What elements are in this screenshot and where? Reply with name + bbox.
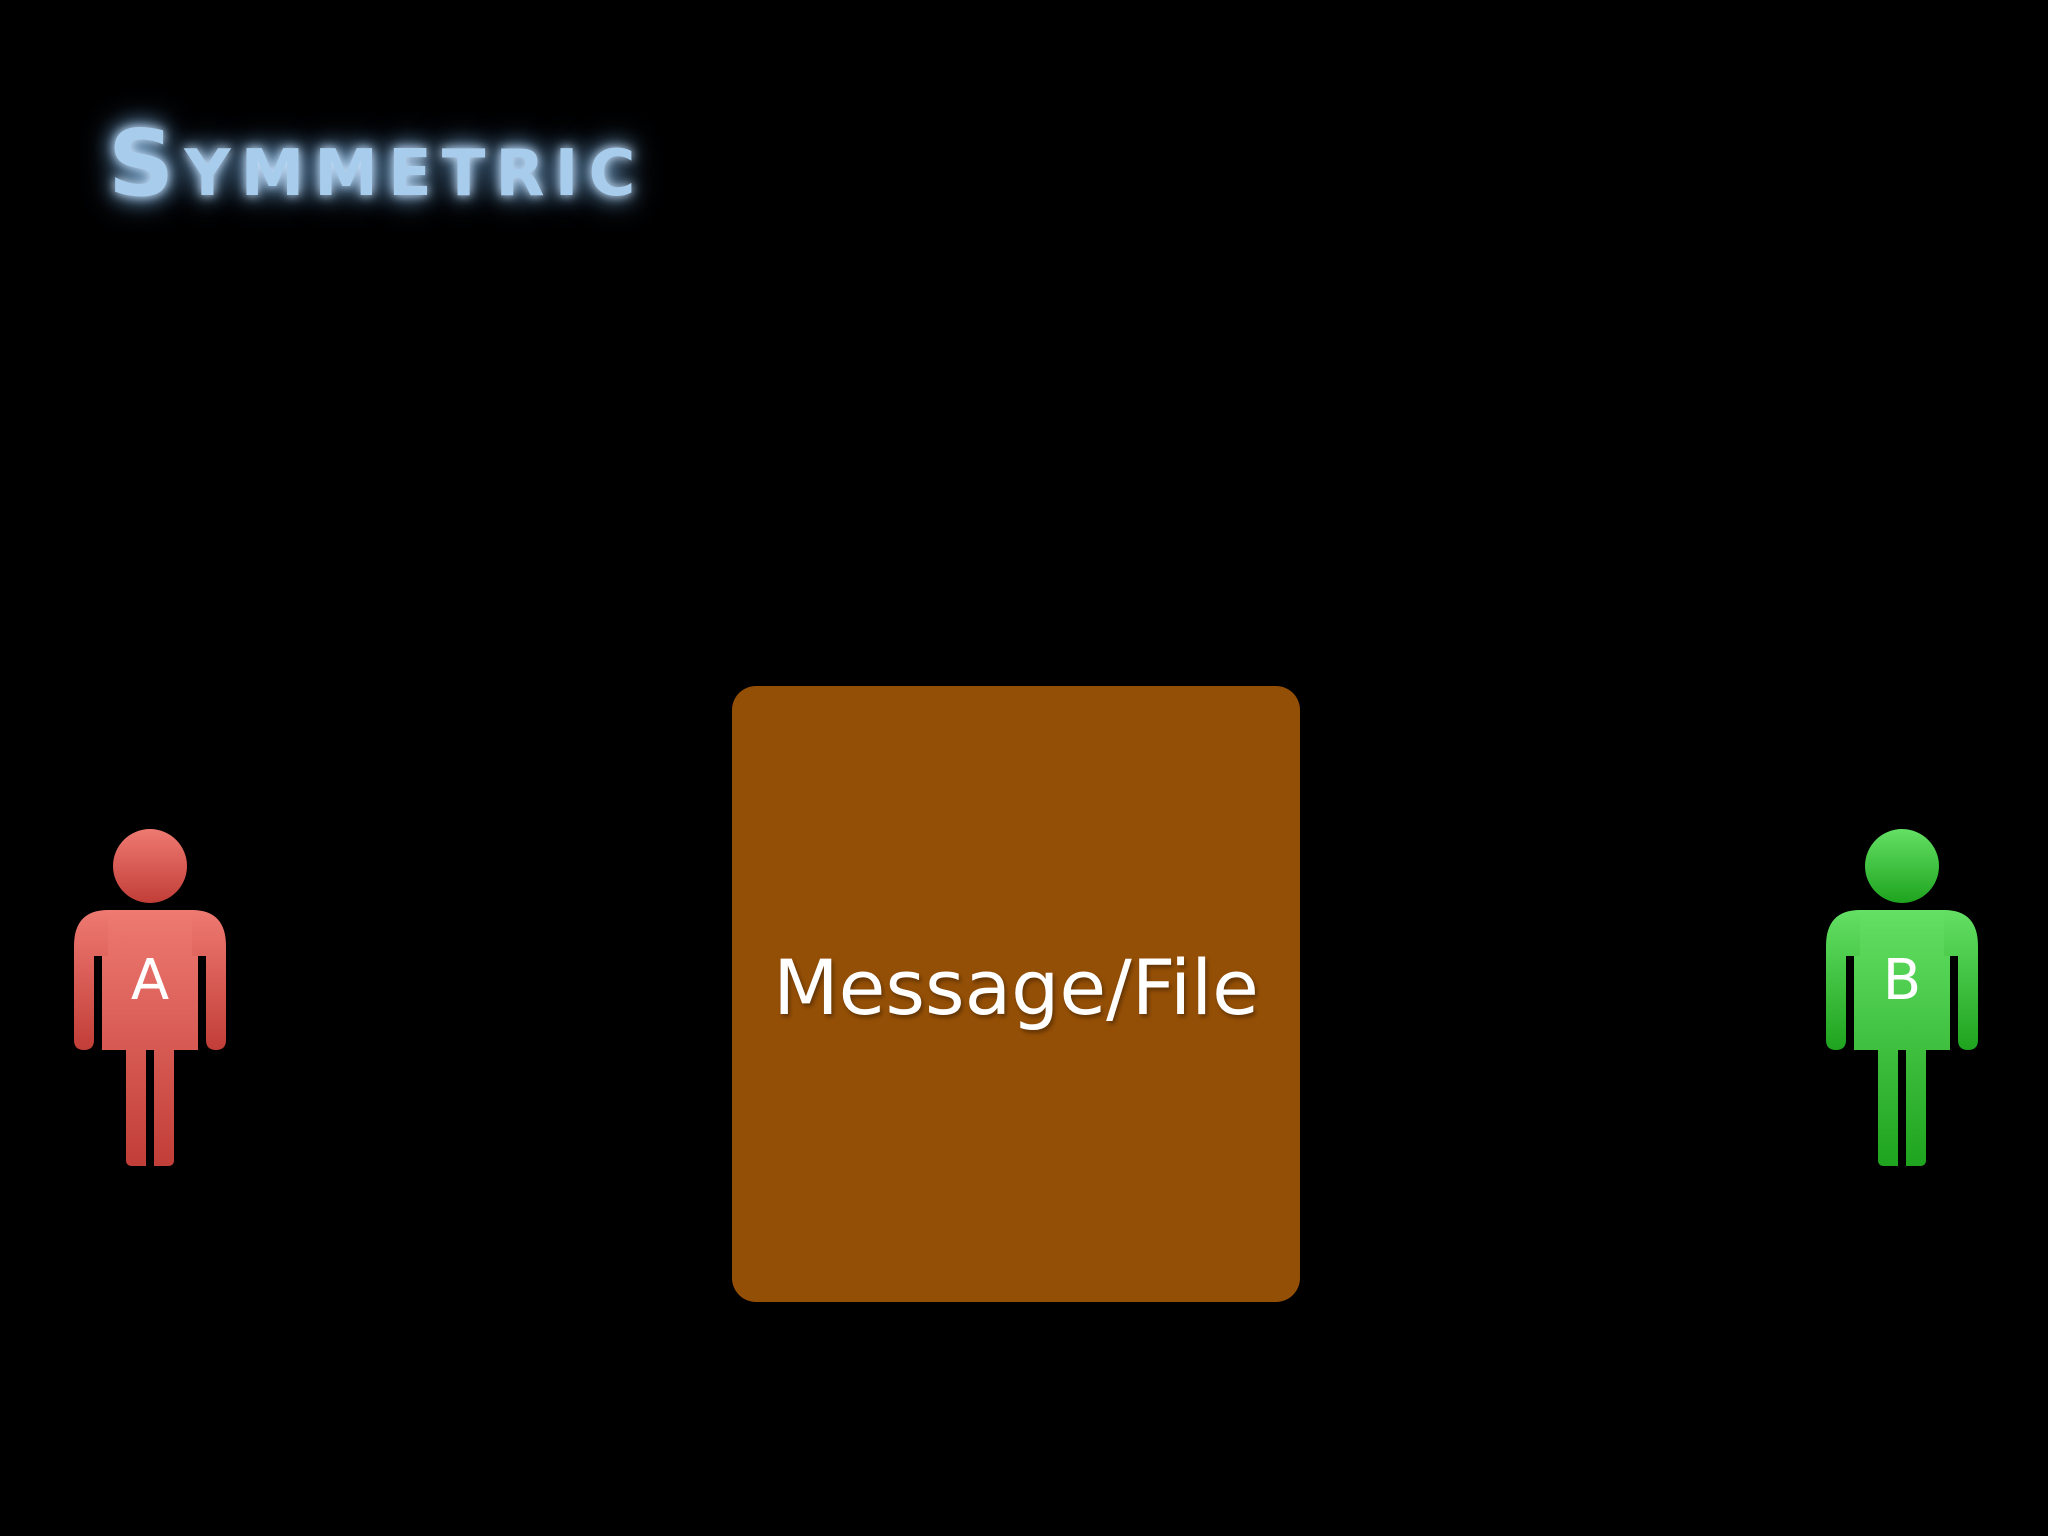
message-box: Message/File <box>732 686 1300 1302</box>
person-a-label: A <box>130 948 170 1013</box>
person-icon <box>74 829 226 1166</box>
person-b: B <box>1822 828 1982 1168</box>
message-label: Message/File <box>773 943 1259 1032</box>
person-b-label: B <box>1882 948 1922 1013</box>
person-a: A <box>70 828 230 1168</box>
person-icon <box>1826 829 1978 1166</box>
slide-title: Symmetric <box>108 110 646 217</box>
